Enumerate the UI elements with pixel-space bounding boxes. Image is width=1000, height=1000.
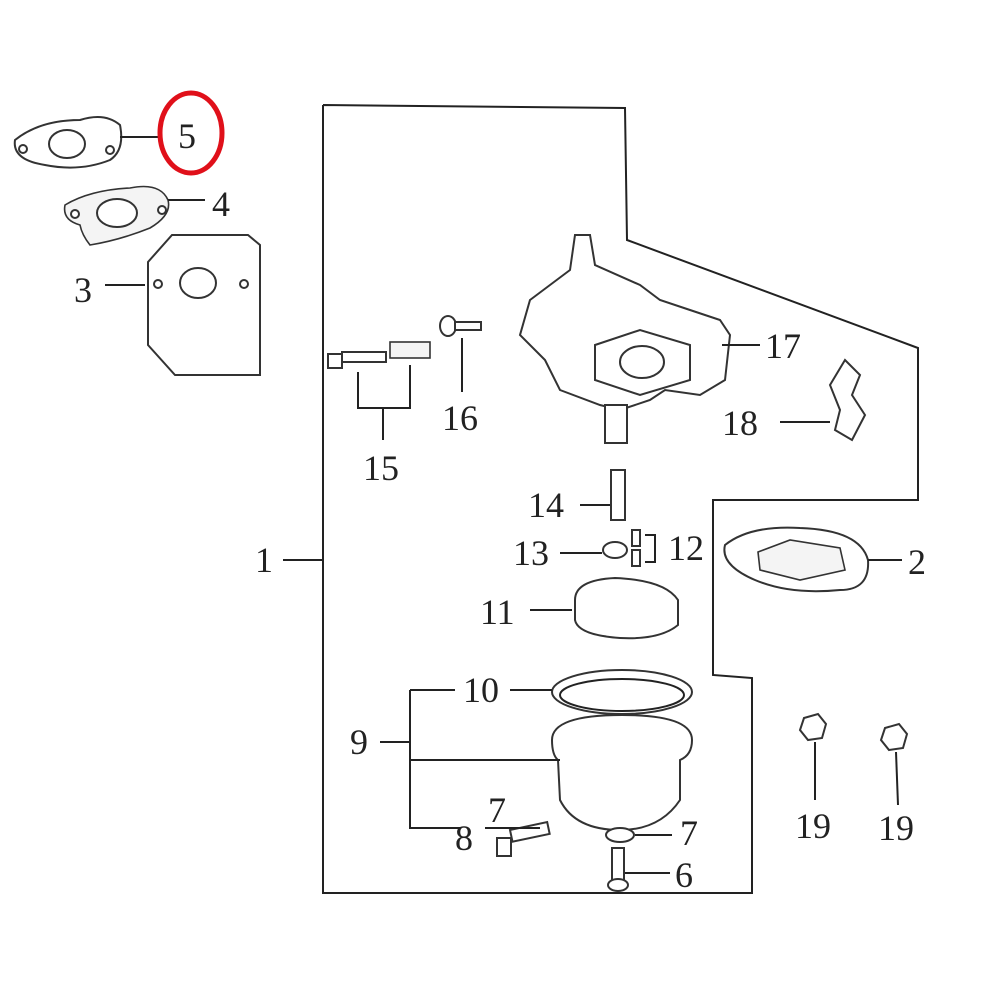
part-12-pins [631, 529, 656, 567]
part-14-jet [580, 469, 626, 521]
part-7-washer [605, 827, 672, 843]
part-15-screw-spring [327, 341, 431, 440]
label-part-1: 1 [255, 540, 273, 580]
part-17-carburetor-body [518, 234, 760, 444]
part-13-washer [560, 541, 628, 559]
part-19-nut-left [798, 712, 828, 800]
part-10-oring [551, 669, 693, 715]
part-4-insulator [63, 185, 205, 246]
label-part-10: 10 [463, 670, 499, 710]
label-part-7-left: 7 [488, 790, 506, 830]
part-18-clip [780, 358, 867, 442]
label-part-14: 14 [528, 485, 564, 525]
part-5-gasket [13, 115, 160, 169]
label-part-7-right: 7 [680, 813, 698, 853]
part-16-screw [439, 315, 482, 392]
label-part-2: 2 [908, 542, 926, 582]
part-2-gasket [723, 526, 902, 593]
label-part-9: 9 [350, 722, 368, 762]
label-part-5: 5 [178, 116, 196, 156]
label-part-19-right: 19 [878, 808, 914, 848]
label-part-15: 15 [363, 448, 399, 488]
label-part-18: 18 [722, 403, 758, 443]
label-part-3: 3 [74, 270, 92, 310]
label-part-17: 17 [765, 326, 801, 366]
part-6-screw [607, 847, 670, 892]
label-part-13: 13 [513, 533, 549, 573]
label-part-6: 6 [675, 855, 693, 895]
highlight-circle [157, 90, 225, 176]
part-9-float-bowl [380, 689, 694, 832]
label-part-16: 16 [442, 398, 478, 438]
label-part-12: 12 [668, 528, 704, 568]
part-3-gasket [105, 234, 261, 376]
label-part-8: 8 [455, 818, 473, 858]
label-part-19-left: 19 [795, 806, 831, 846]
part-8-bolt [485, 820, 551, 857]
label-part-11: 11 [480, 592, 515, 632]
assembly-outline [322, 104, 919, 894]
part-11-float [530, 576, 679, 640]
part-19-nut-right [879, 722, 909, 806]
label-part-4: 4 [212, 184, 230, 224]
